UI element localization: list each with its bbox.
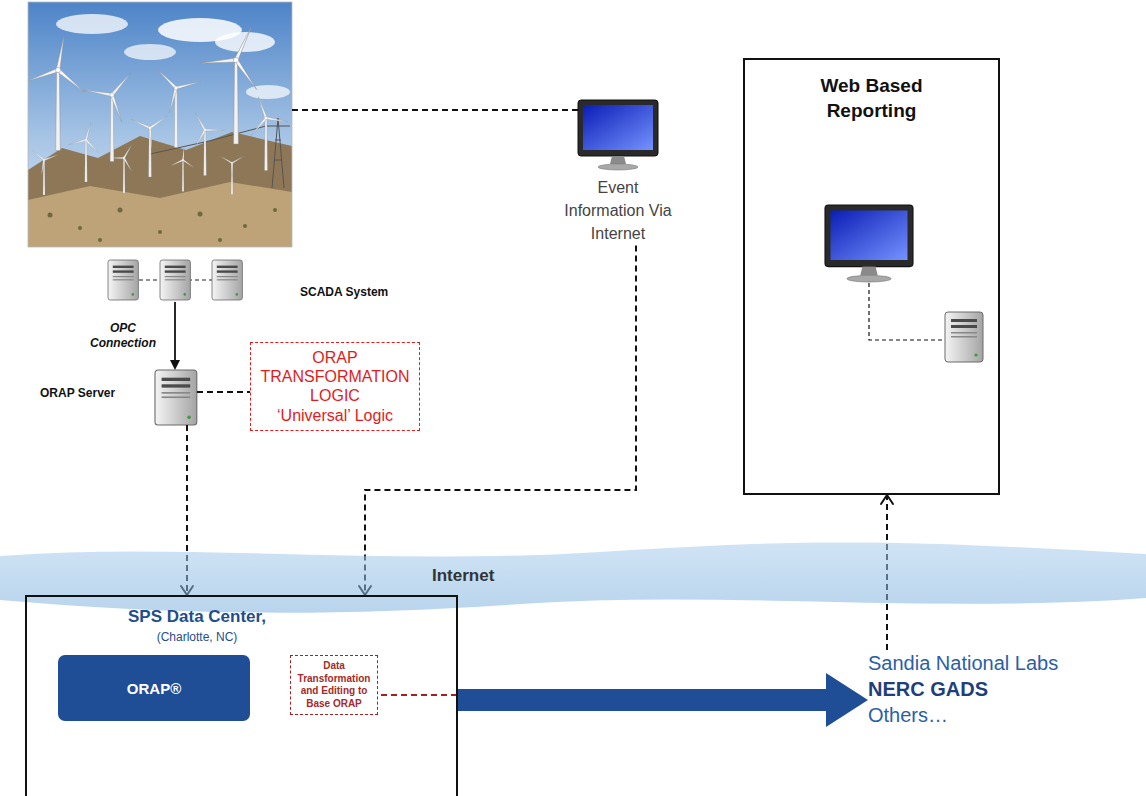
internet-band-fill [0,542,1146,612]
logic-heading: ORAP TRANSFORMATION LOGIC [255,348,415,406]
wind-turbine [194,113,224,176]
band-label: Internet [432,566,494,586]
arrow-head [826,673,868,727]
box-title: Web Based Reporting [797,74,947,123]
connector-line [197,391,250,393]
center-location: (Charlotte, NC) [27,630,367,644]
orap-product-box: ORAP® [58,655,250,721]
wind-turbine [170,146,196,192]
server-icon [108,260,138,300]
recipient-name: Others… [868,702,1058,728]
hill [28,132,292,247]
product-name: ORAP® [127,680,181,697]
monitor-icon [825,205,913,282]
arrow-head [170,360,180,370]
recipient-name: Sandia National Labs [868,650,1058,676]
data-export-arrow [458,673,868,727]
wind-farm-photo [28,2,292,247]
internet-band-shape [0,540,1146,614]
wind-turbine [157,59,207,147]
opc-connection-arrow [170,302,180,370]
logic-link-line [197,392,250,393]
server-icon [945,312,983,362]
monitor-caption: Event Information Via Internet [560,176,676,246]
center-title: SPS Data Center, [27,607,367,627]
server-icon [160,260,190,300]
event-information-monitor: Event Information Via Internet [560,100,676,246]
event-upload-arrow [359,246,636,595]
server-icon [155,370,197,425]
logic-subheading: ‘Universal’ Logic [255,406,415,425]
cloud [56,14,128,34]
photo-link-line [292,109,578,111]
wind-turbine [220,146,250,195]
cloud [246,85,290,99]
power-pylon [150,118,290,188]
data-center-box: SPS Data Center, (Charlotte, NC) ORAP® Data… [25,595,458,796]
wind-turbine [83,57,150,162]
recipient-name: NERC GADS [868,676,1058,702]
wind-turbine [199,14,281,144]
server-label: ORAP Server [40,386,115,400]
internet-band: Internet [0,540,1146,614]
scada-system: SCADA System [105,258,245,302]
wind-turbine [130,101,178,177]
sky [28,2,292,247]
data-recipients-block: Sandia National LabsNERC GADSOthers… [868,650,1058,728]
ground [28,182,292,247]
system-label: SCADA System [300,285,388,299]
orap-server: ORAP Server [155,370,197,425]
transformation-link-line [381,694,456,696]
arrow-head [881,495,893,504]
photo-frame [28,2,292,247]
process-text: Data Transformation and Editing to Base … [294,660,374,710]
connector-line [458,689,830,711]
cloud [124,44,176,60]
web-reporting-box: Web Based Reporting [743,58,1000,495]
data-transformation-box: Data Transformation and Editing to Base … [290,655,378,715]
wind-turbine [28,31,94,151]
connector-line [365,246,636,595]
computer-link-line [869,283,945,340]
connection-label: OPC Connection [87,321,159,351]
connector-line [174,302,176,361]
transformation-logic-box: ORAP TRANSFORMATION LOGIC‘Universal’ Log… [250,342,420,431]
monitor-icon [578,100,658,170]
shrubs [48,208,278,243]
wind-turbine [68,118,106,182]
server-icon [212,260,242,300]
wind-turbine [250,96,291,170]
